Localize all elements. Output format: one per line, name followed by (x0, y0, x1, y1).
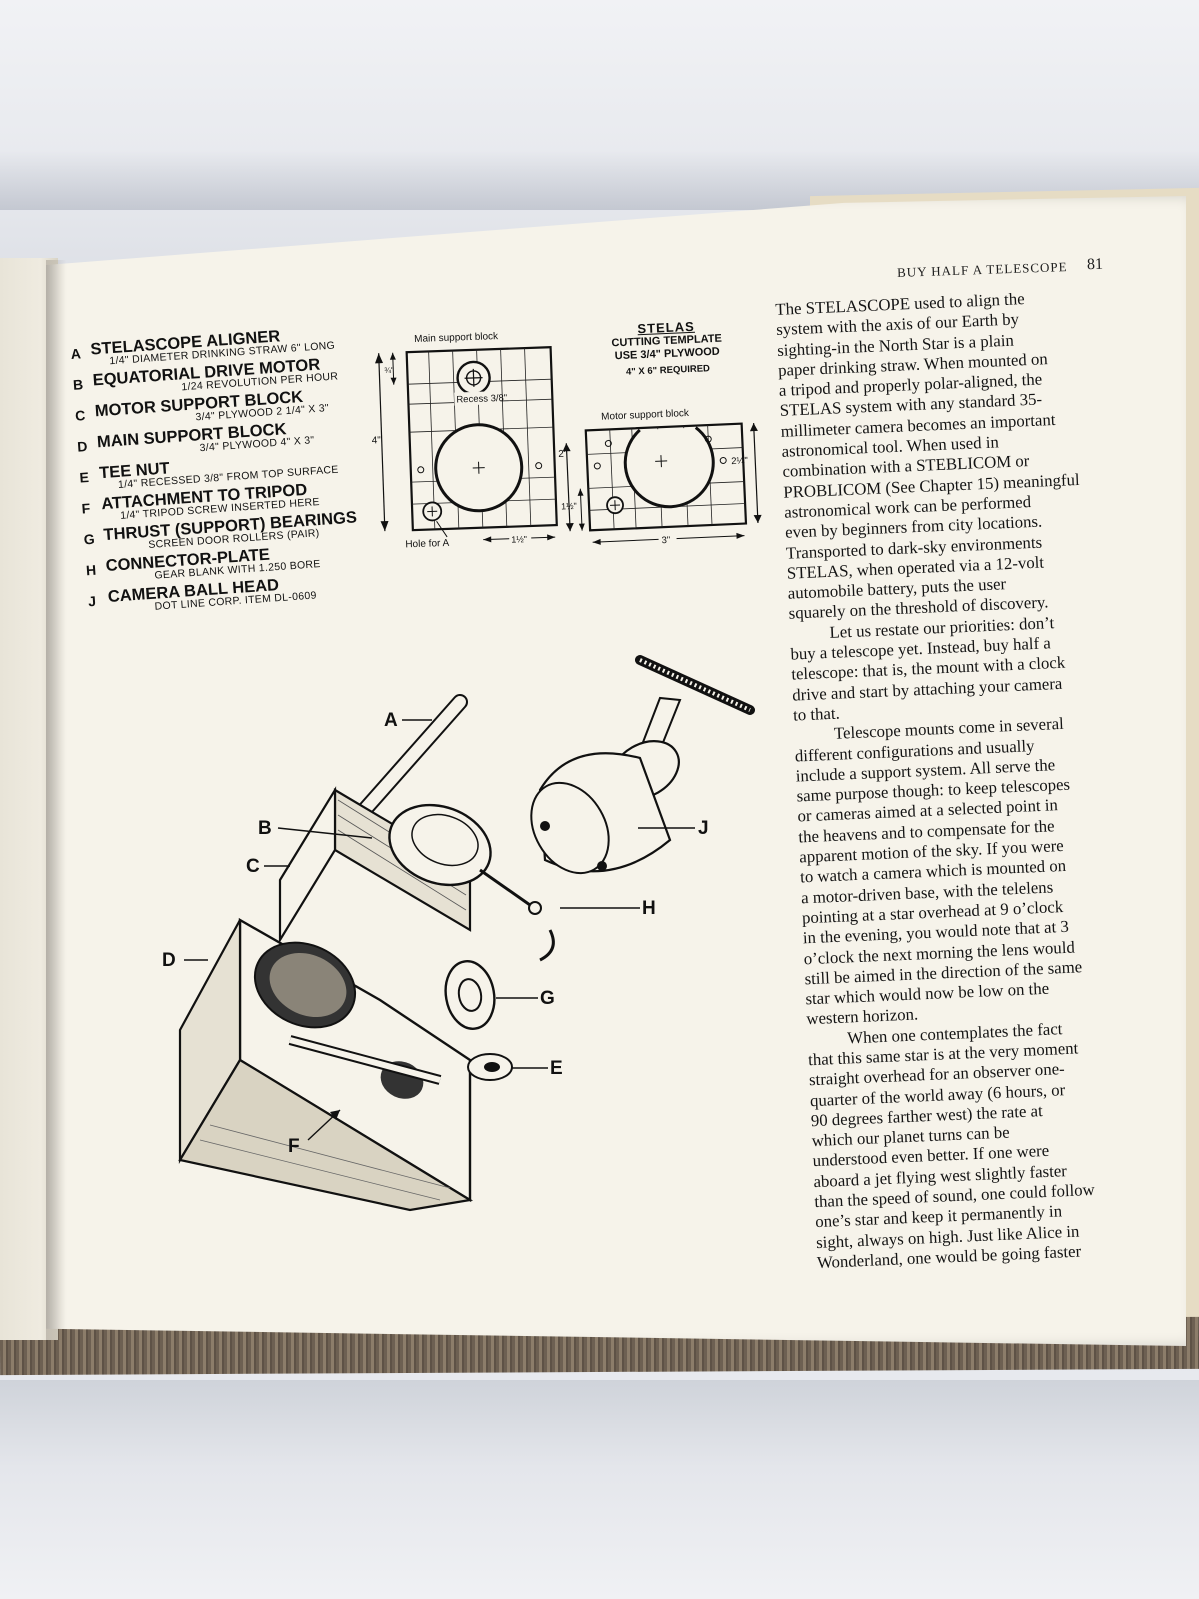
callout-j: J (698, 818, 709, 839)
part-letter: H (85, 561, 97, 579)
dim-four-inch: 4" (372, 435, 381, 446)
dim-three-quarter: ¾" (384, 366, 394, 375)
dim-one-half-b: 1½" (561, 501, 577, 512)
motor-block-label: Motor support block (601, 408, 690, 423)
part-letter: C (74, 407, 86, 424)
dim-one-half: 1½" (511, 534, 527, 545)
paragraph-1: The STELASCOPE used to align the system … (775, 283, 1169, 624)
page-number: 81 (1086, 255, 1104, 274)
main-support-block-drawing: Main support block Recess 3/8" ¾" 4" 2" … (372, 331, 568, 551)
page-gutter (46, 260, 66, 1340)
dim-three-inch: 3" (661, 535, 670, 546)
callout-g: G (540, 988, 555, 1009)
paragraph-2: Let us restate our priorities: don’t buy… (789, 608, 1173, 726)
callout-d: D (162, 950, 176, 971)
callout-f: F (288, 1136, 300, 1157)
motor-support-block-drawing: Motor support block 1½" 2¼" 3" (561, 408, 762, 546)
part-letter: A (70, 345, 82, 362)
camera-ball-head (530, 655, 755, 875)
dim-two-inch: 2" (558, 449, 568, 460)
paragraph-3: Telescope mounts come in several differe… (794, 709, 1187, 1030)
mount-exploded-illustration: A B C D J H G E F (162, 655, 755, 1212)
table-surface (0, 1380, 1199, 1599)
body-text: The STELASCOPE used to align the system … (775, 283, 1197, 1273)
part-letter: J (87, 592, 97, 610)
part-letter: F (81, 500, 91, 517)
recess-label: Recess 3/8" (456, 393, 507, 406)
callout-h: H (642, 898, 656, 919)
part-letter: G (83, 530, 96, 548)
callout-e: E (550, 1058, 563, 1079)
part-letter: E (78, 469, 90, 486)
dim-two-quarter: 2¼" (731, 455, 748, 467)
template-title-block: STELAS CUTTING TEMPLATE USE 3/4" PLYWOOD… (591, 317, 743, 379)
parts-legend: A STELASCOPE ALIGNER 1/4" DIAMETER DRINK… (70, 321, 389, 620)
part-letter: D (76, 438, 88, 455)
callout-a: A (384, 710, 398, 731)
part-letter: B (72, 376, 84, 393)
paragraph-4: When one contemplates the fact that this… (807, 1013, 1197, 1273)
callout-b: B (258, 818, 272, 839)
callout-c: C (246, 856, 260, 877)
main-block-label: Main support block (414, 331, 499, 345)
hole-label: Hole for A (405, 538, 450, 551)
